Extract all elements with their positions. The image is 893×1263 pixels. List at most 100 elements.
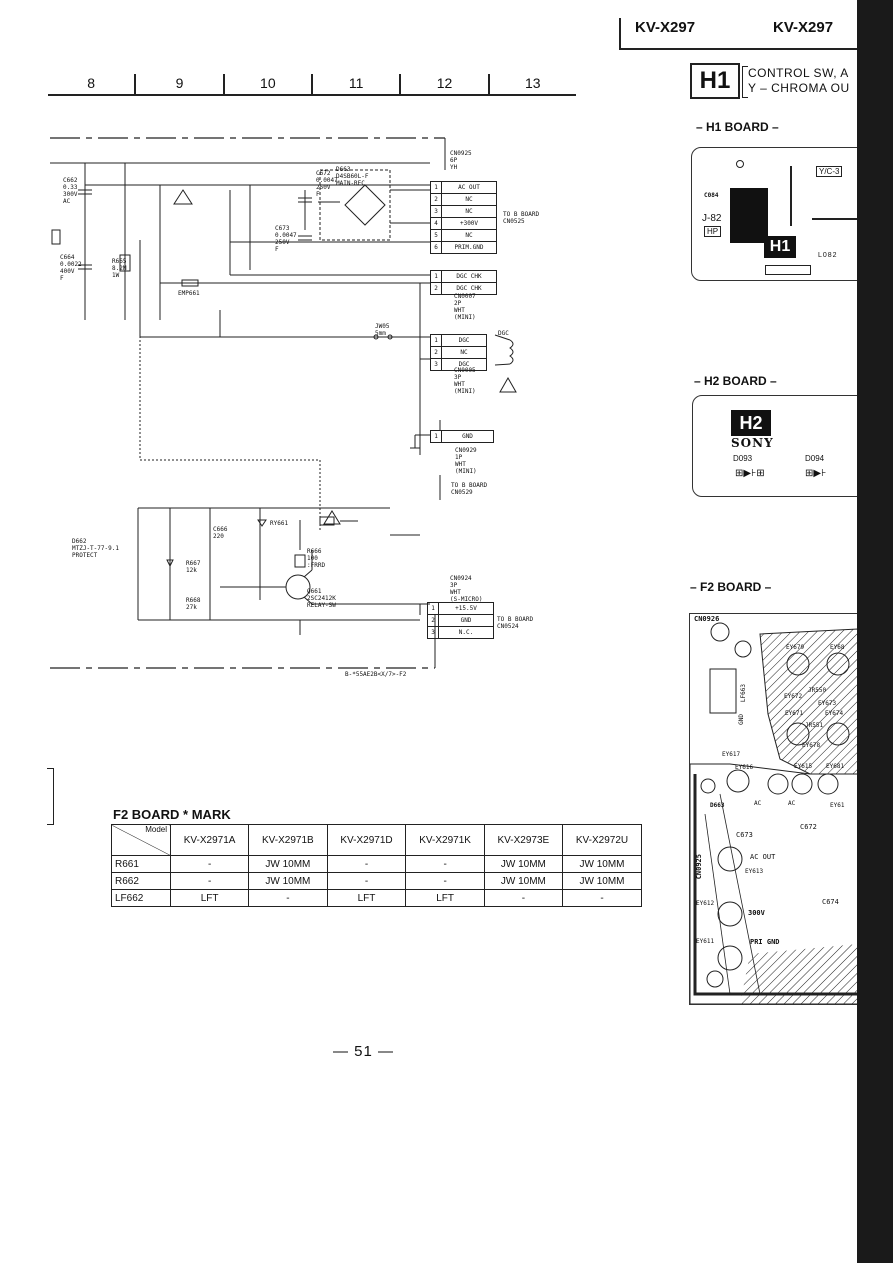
pcb-label: C674 bbox=[822, 898, 839, 906]
h1-box-label: H1 bbox=[690, 63, 740, 99]
d662-label: D662 MTZJ-T-77-9.1 PROTECT bbox=[72, 538, 119, 559]
pcb-label: AC bbox=[754, 800, 762, 807]
pin-number: 2 bbox=[428, 615, 439, 626]
pcb-label: C673 bbox=[736, 831, 753, 839]
pin-label: +15.5V bbox=[455, 605, 477, 612]
cn0929-label: CN0929 1P WHT (MINI) bbox=[455, 447, 477, 475]
pcb-label: EY68 bbox=[830, 644, 845, 651]
pcb-label: D094 bbox=[805, 454, 825, 463]
pcb-label: EY612 bbox=[696, 900, 715, 907]
table-cell: JW 10MM bbox=[561, 855, 643, 873]
ry661-label: RY661 bbox=[270, 520, 289, 527]
pcb-label: J-82 bbox=[702, 213, 722, 224]
header-underline bbox=[619, 48, 857, 50]
column-number: 10 bbox=[222, 74, 311, 94]
column-number: 11 bbox=[310, 74, 399, 94]
pin-label: DGC CHK bbox=[456, 273, 482, 280]
pcb-label: Y/C-3 bbox=[816, 166, 843, 177]
pcb-label: GND bbox=[738, 714, 745, 725]
table-row: LF662 LFT - LFT LFT - - bbox=[111, 889, 643, 907]
r665-label: R665 8.2M 1W bbox=[112, 258, 127, 279]
pcb-label: EY616 bbox=[735, 764, 754, 771]
c672-label: C672 0.0047 250V F bbox=[316, 170, 338, 198]
h1-desc-bracket bbox=[742, 66, 748, 98]
cn0007-label: CN0007 2P WHT (MINI) bbox=[454, 293, 476, 321]
pcb-label: SONY bbox=[731, 436, 774, 450]
pcb-label: LF663 bbox=[740, 684, 747, 703]
table-column-header: KV-X2971D bbox=[326, 824, 407, 856]
pcb-label: AC OUT bbox=[750, 853, 776, 861]
r666-label: R666 100 :FRRD bbox=[307, 548, 326, 569]
h1-desc-line2: Y – CHROMA OU bbox=[748, 81, 850, 95]
pin-label: N.C. bbox=[458, 629, 474, 636]
pin-number: 2 bbox=[431, 283, 442, 294]
pin-label: DGC CHK bbox=[456, 285, 482, 292]
pin-number: 1 bbox=[431, 271, 442, 282]
pin-number: 5 bbox=[431, 230, 442, 241]
pcb-label: C672 bbox=[800, 823, 817, 831]
to-b-board-label: TO B BOARD CN0525 bbox=[503, 211, 540, 225]
to-b-board-label-3: TO B BOARD CN0524 bbox=[497, 616, 534, 630]
column-number: 12 bbox=[399, 74, 487, 94]
f2-board-label: – F2 BOARD – bbox=[690, 580, 772, 594]
column-number: 8 bbox=[87, 75, 96, 91]
cn0924-label: CN0924 3P WHT (S-MICRO) bbox=[450, 575, 483, 603]
table-row-label: R661 bbox=[111, 855, 171, 873]
pcb-label: CN0926 bbox=[694, 615, 720, 623]
pin-label: AC OUT bbox=[458, 184, 480, 191]
pcb-label: CN0925 bbox=[695, 854, 703, 880]
pin-number: 3 bbox=[431, 359, 442, 370]
emp661-label: EMP661 bbox=[178, 290, 200, 297]
pin-number: 3 bbox=[431, 206, 442, 217]
pin-label: GND bbox=[462, 433, 473, 440]
pin-label: GND bbox=[460, 617, 472, 624]
pin-label: NC bbox=[460, 349, 468, 356]
table-row-label: LF662 bbox=[111, 889, 171, 907]
pcb-label: EY672 bbox=[784, 693, 803, 700]
mark-table: Model KV-X2971A KV-X2971B KV-X2971D KV-X… bbox=[111, 824, 643, 907]
table-cell: - bbox=[169, 855, 250, 873]
table-column-header: KV-X2971K bbox=[405, 824, 485, 856]
pcb-h2-marker: H2 bbox=[731, 410, 771, 436]
pcb-label: JR550 bbox=[808, 687, 827, 694]
pcb-label: EY613 bbox=[745, 868, 764, 875]
pin-label: PRIM.GND bbox=[454, 244, 484, 251]
table-header-row: Model KV-X2971A KV-X2971B KV-X2971D KV-X… bbox=[111, 824, 643, 856]
pcb-terminal-strip bbox=[765, 265, 811, 275]
pin-label: NC bbox=[465, 208, 473, 215]
table-cell: JW 10MM bbox=[248, 855, 328, 873]
pcb-h1-marker: H1 bbox=[764, 236, 796, 258]
pcb-label: EY674 bbox=[825, 710, 844, 717]
table-column-header: KV-X2973E bbox=[483, 824, 563, 856]
pin-label: DGC bbox=[458, 361, 470, 368]
pcb-circle-icon bbox=[736, 160, 744, 168]
table-column-header: KV-X2971A bbox=[169, 824, 250, 856]
pcb-label: EY681 bbox=[826, 763, 845, 770]
pcb-label: HP bbox=[704, 226, 722, 237]
table-cell: JW 10MM bbox=[483, 855, 563, 873]
pin-number: 4 bbox=[431, 218, 442, 229]
table-cell: JW 10MM bbox=[561, 872, 643, 890]
pin-number: 2 bbox=[431, 347, 442, 358]
pin-label: +300V bbox=[459, 220, 479, 227]
table-cell: LFT bbox=[169, 889, 250, 907]
margin-bracket bbox=[47, 768, 54, 825]
table-cell: - bbox=[405, 872, 485, 890]
pin-number: 2 bbox=[431, 194, 442, 205]
pin-number: 6 bbox=[431, 242, 442, 253]
pcb-label: EY679 bbox=[786, 644, 805, 651]
header-model-right: KV-X297 bbox=[773, 19, 834, 36]
pcb-black-block bbox=[730, 188, 768, 243]
table-cell: - bbox=[169, 872, 250, 890]
c666-label: C666 220 bbox=[213, 526, 228, 540]
header-model-left: KV-X297 bbox=[635, 19, 696, 36]
table-column-header: KV-X2971B bbox=[248, 824, 328, 856]
h1-description: CONTROL SW, A Y – CHROMA OU bbox=[748, 66, 850, 96]
c673-label: C673 0.0047 250V F bbox=[275, 225, 297, 253]
pin-number: 1 bbox=[428, 603, 439, 614]
